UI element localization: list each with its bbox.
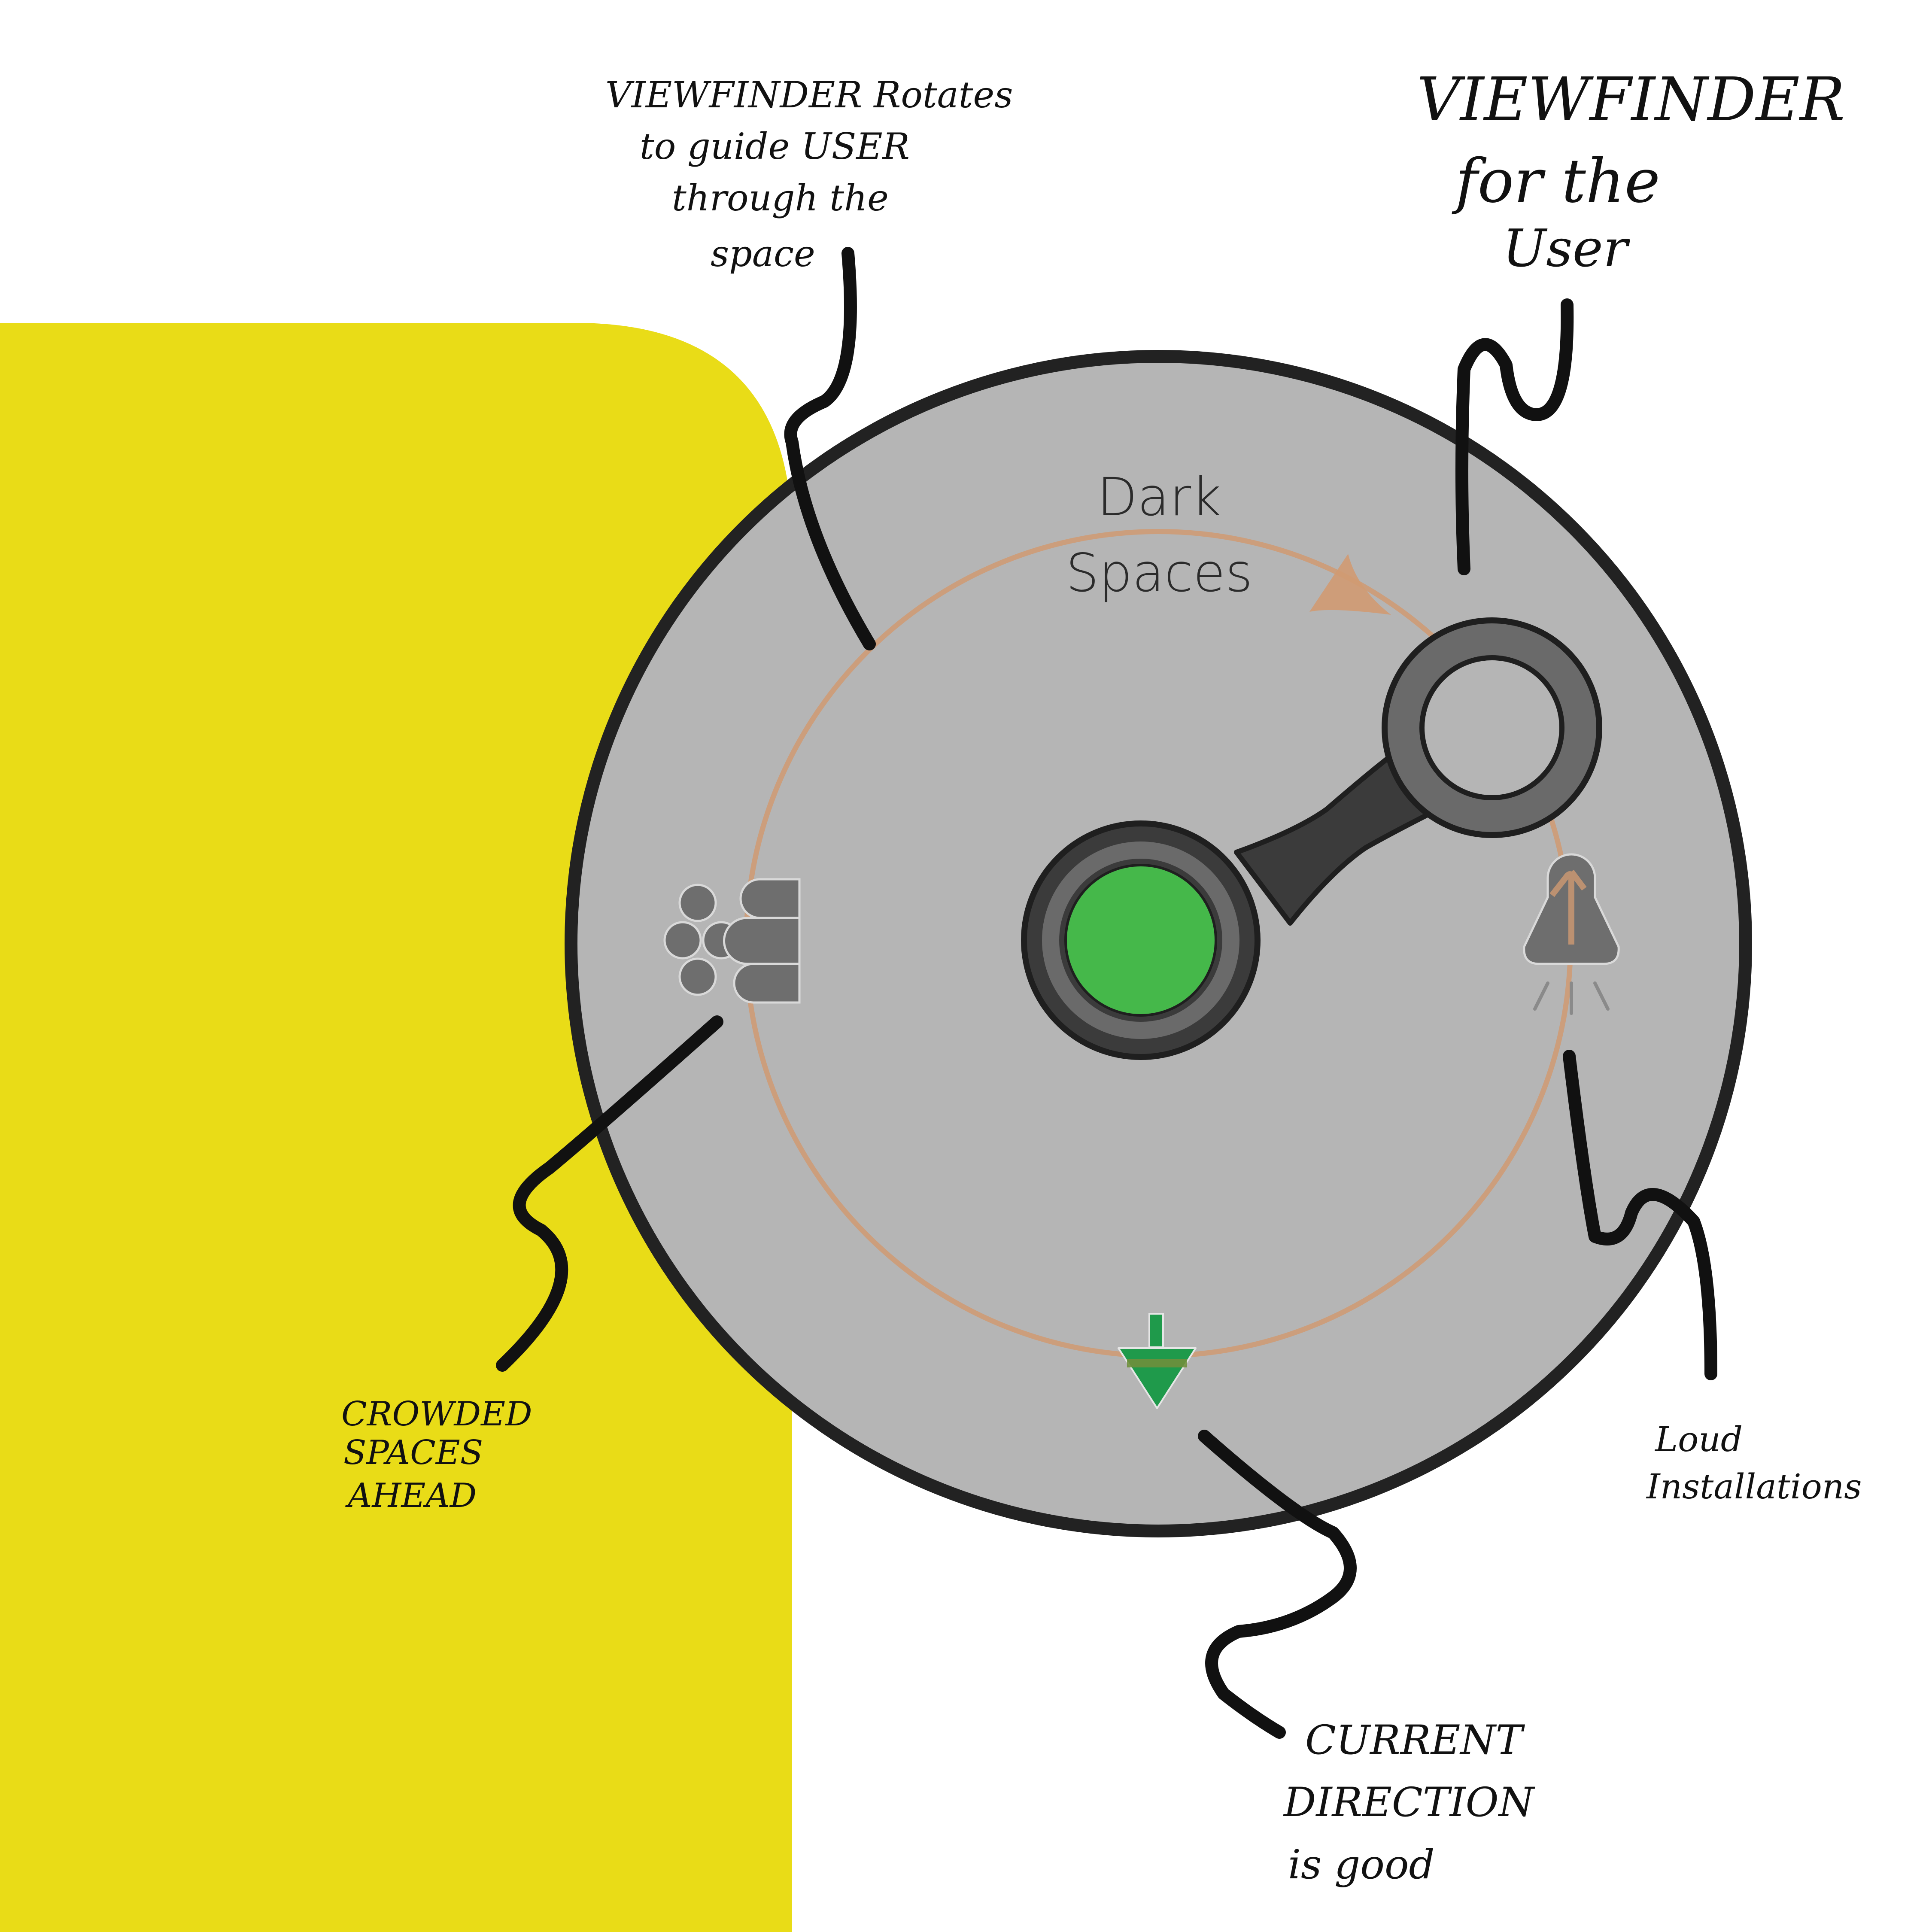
leader-viewfinder bbox=[1455, 298, 1574, 575]
zone-label-spaces: Spaces bbox=[1066, 543, 1252, 604]
annotation-loud: Loud Installations bbox=[1646, 1419, 1862, 1507]
annotation-direction: CURRENT DIRECTION is good bbox=[1283, 1717, 1535, 1888]
leader-direction bbox=[1198, 1430, 1357, 1739]
svg-text:Loud: Loud bbox=[1654, 1419, 1743, 1459]
svg-text:DIRECTION: DIRECTION bbox=[1283, 1779, 1535, 1826]
speaker-icon bbox=[1523, 853, 1620, 1015]
svg-text:for the: for the bbox=[1452, 146, 1660, 216]
svg-text:is good: is good bbox=[1288, 1841, 1435, 1888]
svg-text:VIEWFINDER: VIEWFINDER bbox=[1417, 65, 1845, 135]
leader-loud bbox=[1563, 1050, 1717, 1380]
svg-text:User: User bbox=[1503, 219, 1631, 279]
svg-text:to guide USER: to guide USER bbox=[640, 125, 910, 167]
zone-label-dark: Dark bbox=[1097, 467, 1221, 528]
svg-text:AHEAD: AHEAD bbox=[345, 1476, 477, 1515]
user-position-icon bbox=[1021, 820, 1261, 1060]
yellow-panel bbox=[0, 323, 792, 1932]
crowd-icon bbox=[663, 878, 801, 1004]
svg-text:VIEWFINDER Rotates: VIEWFINDER Rotates bbox=[605, 74, 1013, 116]
guide-ring-arrowhead-icon bbox=[1309, 554, 1391, 615]
leader-crowded bbox=[496, 1015, 723, 1372]
svg-text:CROWDED: CROWDED bbox=[341, 1395, 532, 1434]
svg-text:CURRENT: CURRENT bbox=[1305, 1717, 1525, 1764]
direction-arrow-icon bbox=[1118, 1313, 1197, 1409]
svg-text:SPACES: SPACES bbox=[343, 1434, 483, 1472]
svg-text:space: space bbox=[711, 233, 815, 275]
leader-rotates bbox=[784, 247, 876, 650]
annotation-rotates: VIEWFINDER Rotates to guide USER through… bbox=[605, 74, 1013, 275]
annotation-crowded: CROWDED SPACES AHEAD bbox=[341, 1395, 532, 1515]
svg-text:through the: through the bbox=[672, 177, 889, 219]
svg-text:Installations: Installations bbox=[1646, 1467, 1862, 1507]
viewfinder-icon[interactable] bbox=[1382, 617, 1602, 838]
annotation-viewfinder: VIEWFINDER for the User bbox=[1417, 65, 1845, 279]
